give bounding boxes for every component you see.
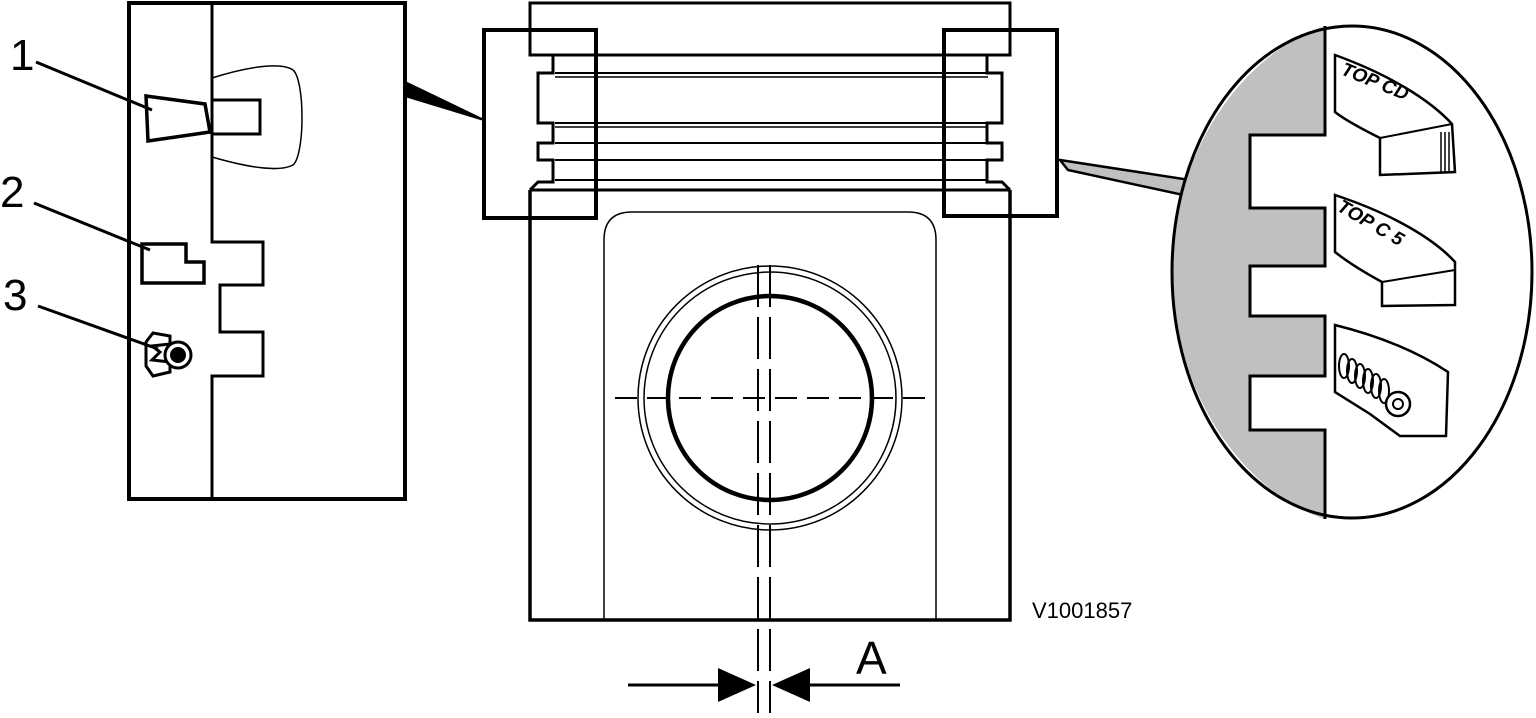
drawing-code: V1001857 [1032,598,1132,623]
oil-ring-spring [1338,353,1412,418]
callout-2: 2 [0,168,151,252]
piston-body [528,1,1012,713]
dimension-label-a: A [856,632,887,684]
offset-dimension: A [628,632,900,702]
callout-3: 3 [3,271,159,351]
callout-label-1: 1 [10,31,34,80]
callout-label-2: 2 [0,168,24,217]
callout-label-3: 3 [3,271,27,320]
right-ring-zone-box [942,28,1059,218]
magnified-ring-detail: TOP CD TOP C 5 [1057,24,1534,520]
section-pointer [404,80,485,121]
ring-groove-section-panel [127,1,407,501]
callout-1: 1 [10,31,153,112]
left-ring-zone-box [482,28,598,220]
